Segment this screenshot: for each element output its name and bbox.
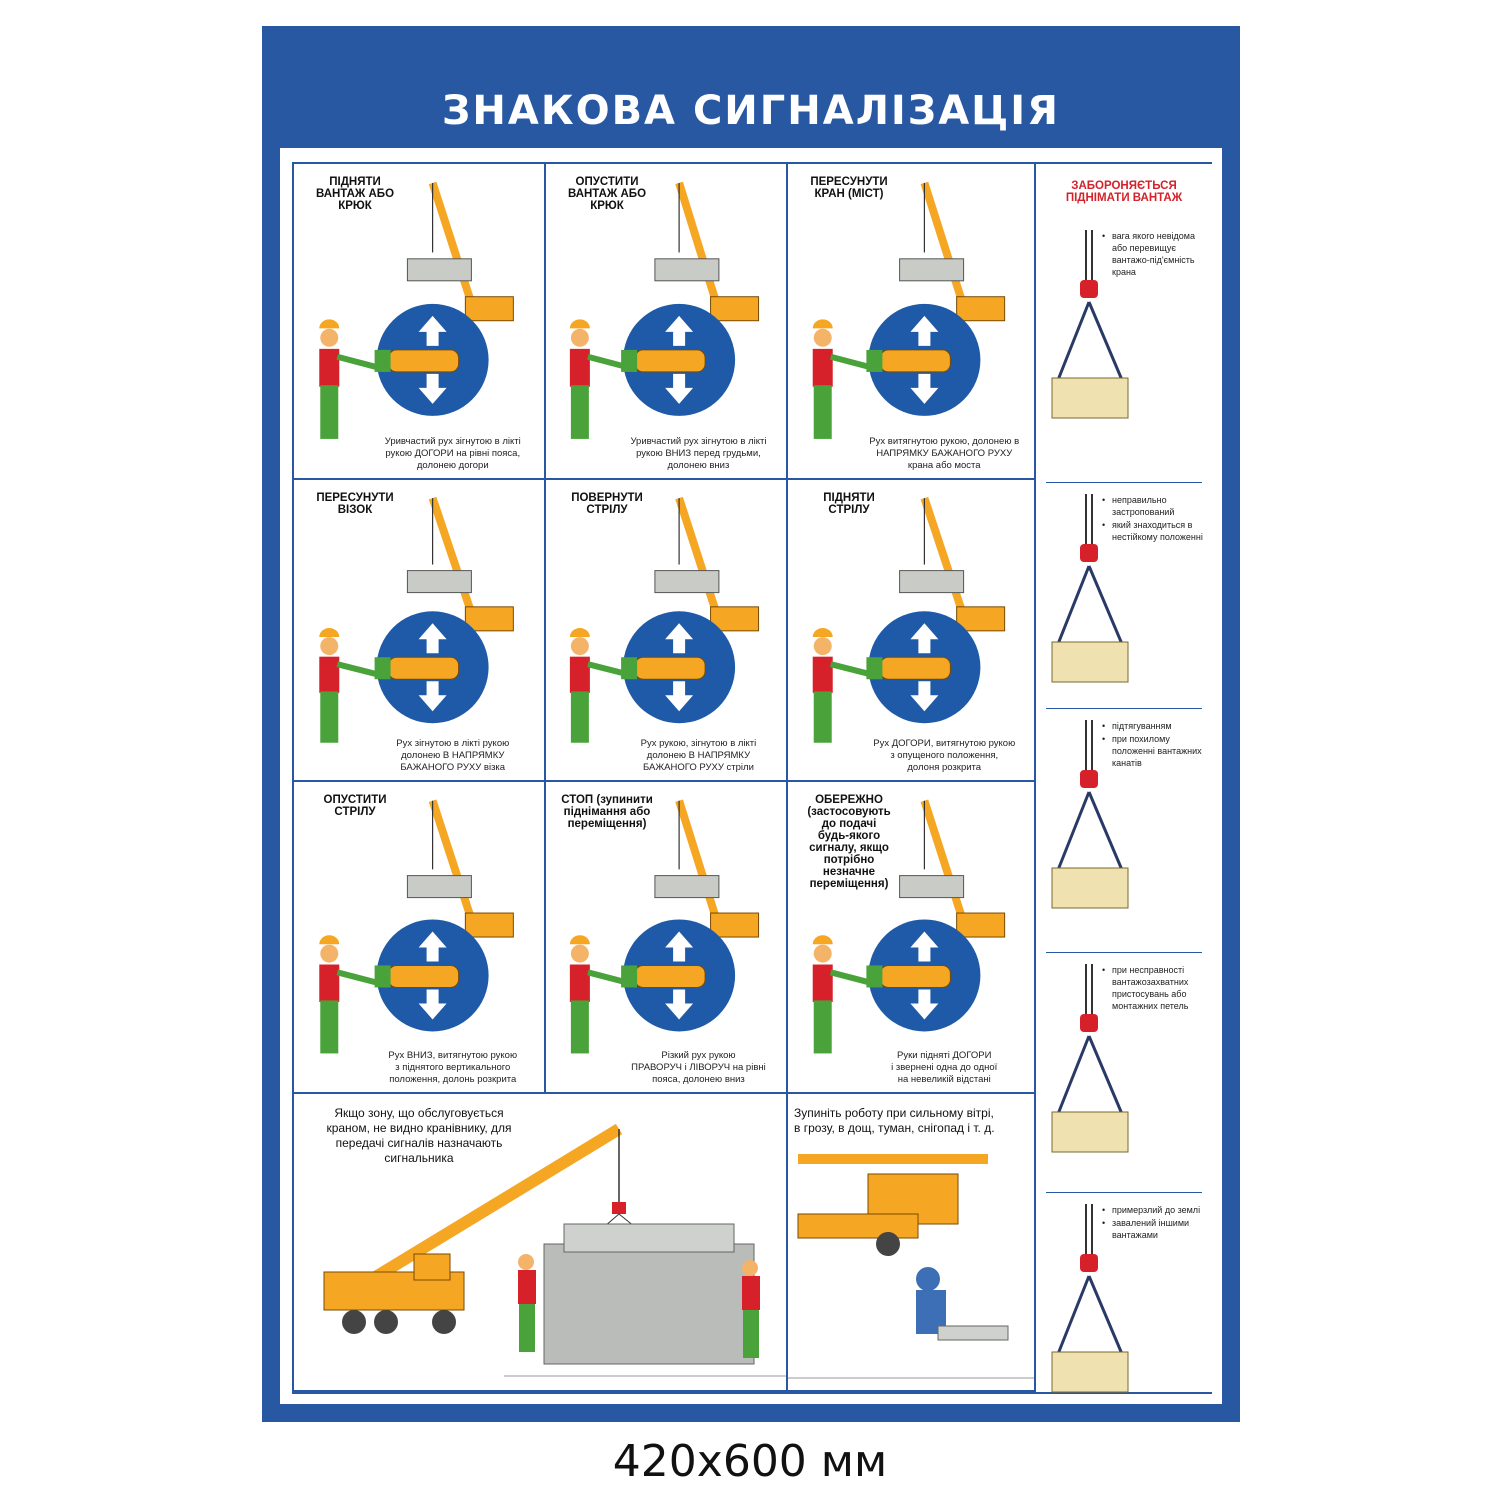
- signal-cell: ОБЕРЕЖНО (застосовують до подачі будь-як…: [788, 782, 1036, 1094]
- prohibition-text: при похилому положенні вантажних канатів: [1102, 733, 1212, 769]
- signal-illustration: [569, 799, 760, 1054]
- signal-caption: Руки підняті ДОГОРИ і звернені одна до о…: [891, 1050, 998, 1085]
- signal-caption: Уривчастий рух зігнутою в лікті рукою ДО…: [384, 436, 521, 471]
- signal-illustration: [812, 181, 1006, 439]
- signal-caption: Уривчастий рух зігнутою в лікті рукою ВН…: [630, 436, 767, 471]
- signal-title: ОПУСТИТИ ВАНТАЖ АБО КРЮК: [567, 176, 647, 212]
- prohibition-text: неправильно застропований: [1102, 494, 1212, 518]
- poster-size-label: 420x600 мм: [612, 1436, 888, 1487]
- bottom-right-text: Зупиніть роботу при сильному вітрі, в гр…: [794, 1106, 995, 1135]
- poster-title: ЗНАКОВА СИГНАЛІЗАЦІЯ: [442, 88, 1060, 134]
- signal-cell: ПЕРЕСУНУТИ КРАН (МІСТ) Рух витягнутою рук…: [788, 164, 1036, 480]
- signal-cell: ОПУСТИТИ ВАНТАЖ АБО КРЮК Уривчастий рух з…: [546, 164, 788, 480]
- signal-title: ПОВЕРНУТИ СТРІЛУ: [571, 492, 643, 516]
- sling-load-illustration: [1051, 230, 1129, 419]
- poster-inner: ПІДНЯТИ ВАНТАЖ АБО КРЮК Уривчастий рух зі…: [280, 148, 1222, 1404]
- signal-illustration: [812, 496, 1006, 743]
- signal-illustration: [569, 496, 760, 743]
- prohibition-text: при несправності вантажозахватних присто…: [1102, 964, 1212, 1012]
- signal-cell: ПОВЕРНУТИ СТРІЛУ Рух рукою, зігнутою в лі…: [546, 480, 788, 782]
- sling-load-illustration: [1051, 964, 1129, 1153]
- prohibition-title: ЗАБОРОНЯЄТЬСЯ ПІДНІМАТИ ВАНТАЖ: [1065, 180, 1183, 204]
- sling-load-illustration: [1051, 494, 1129, 683]
- prohibition-separator: [1046, 1192, 1202, 1193]
- bottom-right-panel: Зупиніть роботу при сильному вітрі, в гр…: [788, 1094, 1036, 1392]
- signal-illustration: [319, 799, 514, 1054]
- signal-title: ОПУСТИТИ СТРІЛУ: [323, 794, 387, 818]
- signal-illustration: [319, 181, 514, 439]
- bottom-left-text: Якщо зону, що обслуговується краном, не …: [326, 1106, 512, 1165]
- signal-cell: ПІДНЯТИ ВАНТАЖ АБО КРЮК Уривчастий рух зі…: [294, 164, 546, 480]
- bottom-left-panel: Якщо зону, що обслуговується краном, не …: [294, 1094, 788, 1392]
- signal-cell: ОПУСТИТИ СТРІЛУ Рух ВНИЗ, витягнутою руко…: [294, 782, 546, 1094]
- signal-caption: Рух зігнутою в лікті рукою долонею В НАП…: [396, 738, 510, 773]
- signal-title: ПЕРЕСУНУТИ ВІЗОК: [316, 492, 394, 516]
- signal-illustration: [812, 799, 1006, 1054]
- signal-cell: СТОП (зупинити піднімання або переміщенн…: [546, 782, 788, 1094]
- prohibition-text: примерзлий до землі: [1102, 1204, 1212, 1216]
- signal-caption: Рух ВНИЗ, витягнутою рукою з піднятого в…: [388, 1050, 518, 1085]
- bad-weather-scene-illustration: [788, 1154, 1034, 1379]
- signal-title: ПІДНЯТИ ВАНТАЖ АБО КРЮК: [315, 176, 395, 212]
- prohibition-separator: [1046, 482, 1202, 483]
- signal-cell: ПЕРЕСУНУТИ ВІЗОК Рух зігнутою в лікті рук…: [294, 480, 546, 782]
- prohibition-text: вага якого невідома або перевищує вантаж…: [1102, 230, 1212, 278]
- poster: ЗНАКОВА СИГНАЛІЗАЦІЯ ПІДНЯТИ ВАНТАЖ АБО …: [262, 26, 1240, 1422]
- prohibition-text: який знаходиться в нестійкому положенні: [1102, 519, 1212, 543]
- signal-caption: Різкий рух рукою ПРАВОРУЧ і ЛІВОРУЧ на р…: [631, 1050, 766, 1085]
- prohibition-separator: [1046, 708, 1202, 709]
- prohibition-text: підтягуванням: [1102, 720, 1212, 732]
- signal-title: ОБЕРЕЖНО (застосовують до подачі будь-як…: [807, 794, 891, 890]
- signal-caption: Рух витягнутою рукою, долонею в НАПРЯМКУ…: [869, 436, 1020, 471]
- signal-caption: Рух ДОГОРИ, витягнутою рукою з опущеного…: [873, 738, 1016, 773]
- sling-load-illustration: [1051, 1204, 1129, 1393]
- poster-frame: ПІДНЯТИ ВАНТАЖ АБО КРЮК Уривчастий рух зі…: [292, 162, 1212, 1394]
- signal-cell: ПІДНЯТИ СТРІЛУ Рух ДОГОРИ, витягнутою рук…: [788, 480, 1036, 782]
- mobile-crane-scene-illustration: [323, 1123, 786, 1377]
- signal-illustration: [319, 496, 514, 743]
- prohibition-column: ЗАБОРОНЯЄТЬСЯ ПІДНІМАТИ ВАНТАЖ вага яког…: [1036, 164, 1212, 1393]
- signal-illustration: [569, 181, 760, 439]
- signal-title: СТОП (зупинити піднімання або переміщенн…: [561, 794, 653, 830]
- sling-load-illustration: [1051, 720, 1129, 909]
- signal-title: ПЕРЕСУНУТИ КРАН (МІСТ): [810, 176, 888, 200]
- prohibition-text: завалений іншими вантажами: [1102, 1217, 1212, 1241]
- prohibition-separator: [1046, 952, 1202, 953]
- signal-title: ПІДНЯТИ СТРІЛУ: [823, 492, 875, 516]
- signal-caption: Рух рукою, зігнутою в лікті долонею В НА…: [640, 738, 757, 773]
